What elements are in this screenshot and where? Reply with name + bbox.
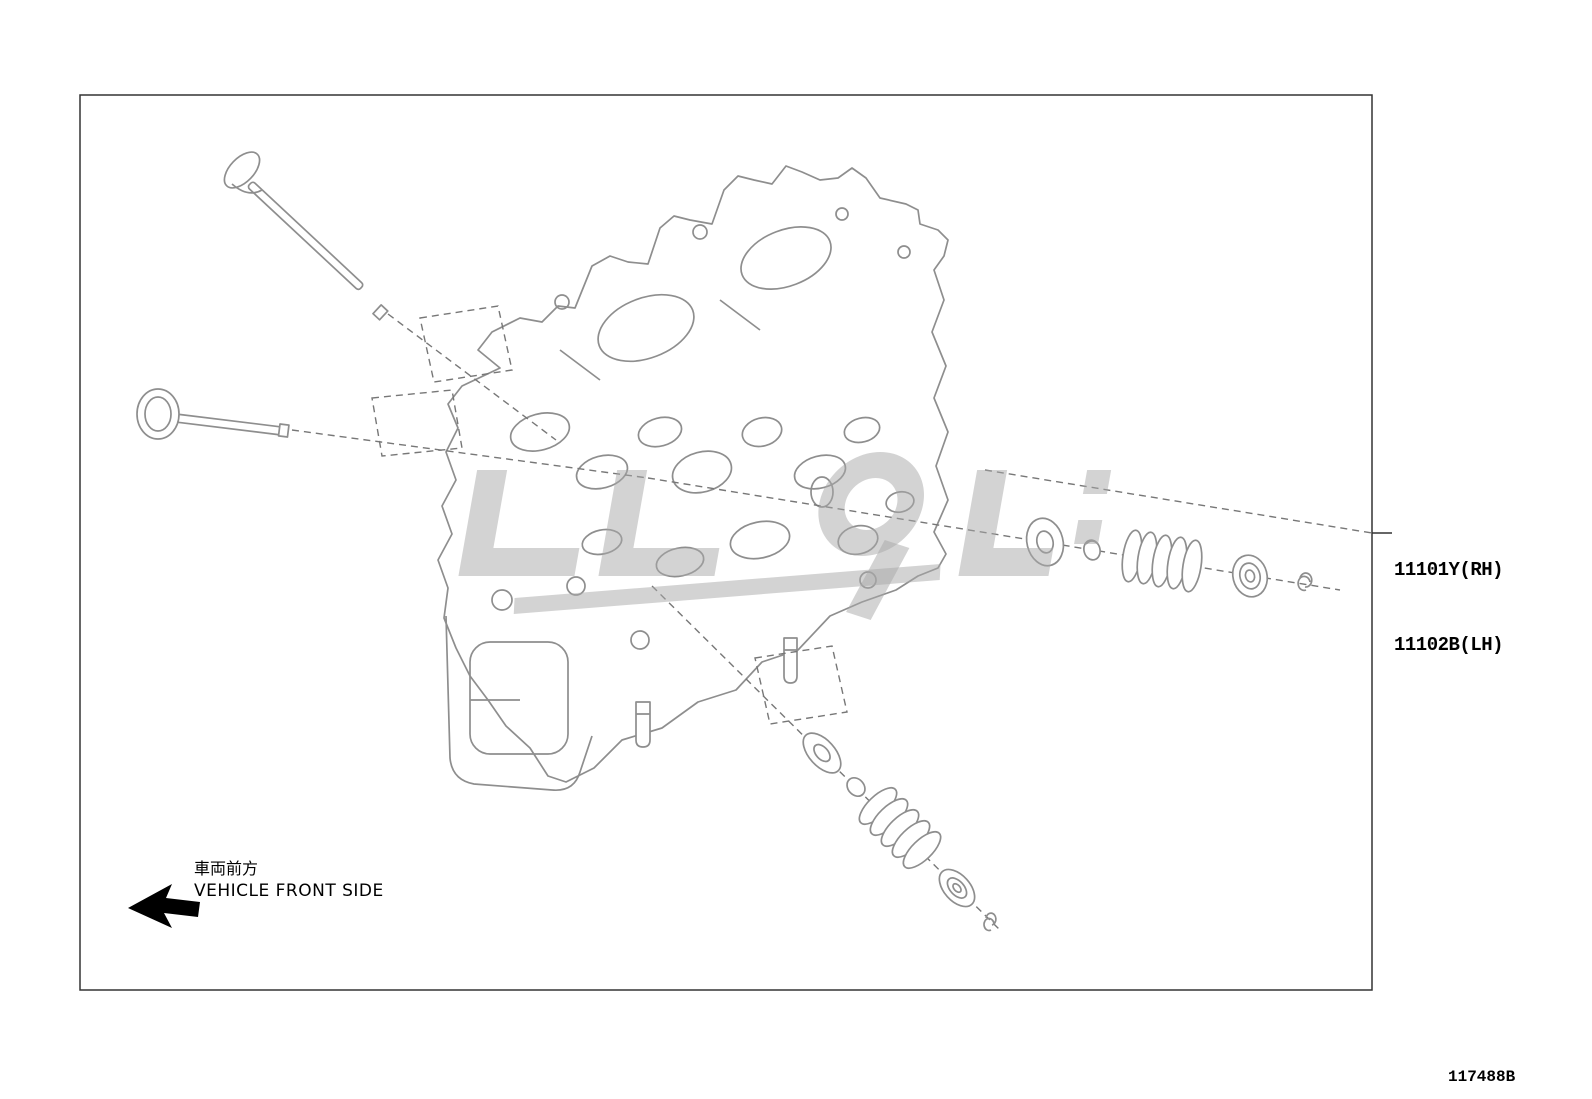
valve-stem-seal <box>846 776 866 798</box>
valve-spring-set-upper <box>1025 517 1313 598</box>
exhaust-valve <box>223 151 389 321</box>
part-label-line2: 11102B(LH) <box>1394 634 1504 656</box>
watermark-logo <box>458 452 1112 620</box>
valve-spring <box>858 786 942 870</box>
vehicle-front-label-en: VEHICLE FRONT SIDE <box>194 881 384 901</box>
spring-seat-washer <box>802 732 842 774</box>
valve-keepers <box>1297 572 1313 592</box>
part-label: 11101Y(RH) 11102B(LH) <box>1394 508 1504 708</box>
intake-valve <box>136 388 290 440</box>
vehicle-front-label-jp: 車両前方 <box>194 859 259 878</box>
valve-keepers <box>983 912 997 932</box>
front-direction-arrow-icon <box>128 884 200 928</box>
spring-retainer <box>1231 554 1269 598</box>
spring-retainer <box>938 868 976 908</box>
valve-spring-set-lower <box>802 732 997 932</box>
diagram-frame <box>79 94 1373 991</box>
part-label-line1: 11101Y(RH) <box>1394 559 1504 581</box>
valve-spring <box>1121 529 1203 593</box>
document-code: 117488B <box>1448 1068 1516 1086</box>
